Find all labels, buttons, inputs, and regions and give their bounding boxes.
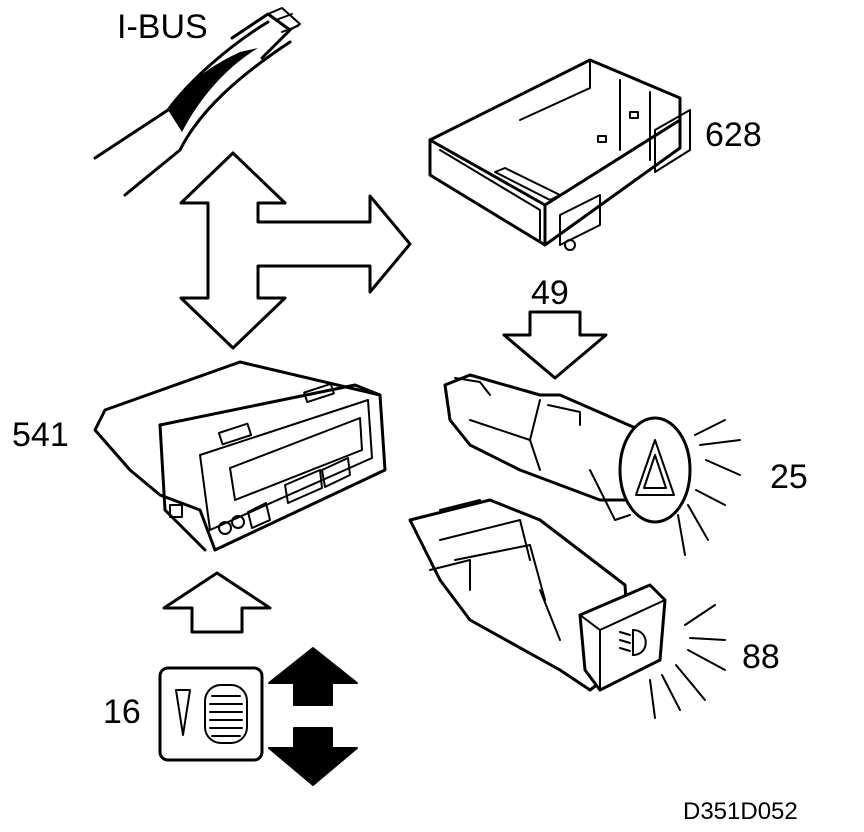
arrow-49 bbox=[502, 310, 608, 380]
down-arrow-icon bbox=[268, 727, 358, 786]
unit-25-label: 25 bbox=[770, 458, 808, 496]
unit-628-module bbox=[428, 58, 691, 251]
up-arrow-icon bbox=[268, 647, 358, 706]
ibus-cable bbox=[93, 7, 301, 197]
unit-49-label: 49 bbox=[531, 274, 569, 312]
unit-16-dimmer bbox=[158, 666, 264, 762]
unit-541-label: 541 bbox=[12, 416, 69, 454]
unit-16-label: 16 bbox=[103, 693, 141, 731]
arrow-16-to-541 bbox=[162, 571, 272, 634]
dimmer-arrows bbox=[268, 647, 358, 786]
figure-code: D351D052 bbox=[683, 798, 798, 825]
unit-541-instrument bbox=[93, 360, 387, 552]
warning-triangle-icon bbox=[635, 439, 675, 496]
unit-88-label: 88 bbox=[742, 638, 780, 676]
unit-25-hazard-switch bbox=[443, 373, 741, 556]
unit-88-fog-switch bbox=[408, 498, 726, 719]
ibus-label: I-BUS bbox=[117, 8, 208, 46]
unit-628-label: 628 bbox=[705, 116, 762, 154]
bus-connection-arrow bbox=[179, 151, 412, 350]
